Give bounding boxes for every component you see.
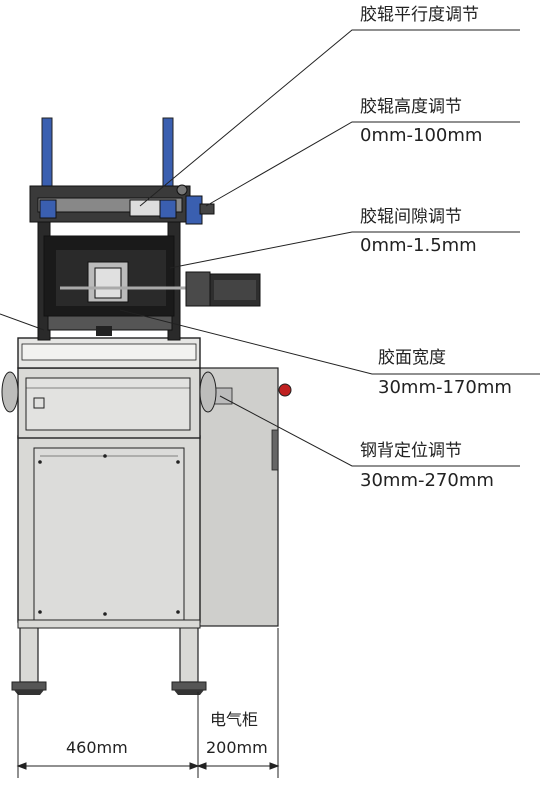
callout-parallelism-title: 胶辊平行度调节 xyxy=(360,5,479,25)
callout-width-title: 胶面宽度 xyxy=(378,348,446,368)
callout-height-title: 胶辊高度调节 xyxy=(360,97,462,117)
dimension-lines xyxy=(16,628,280,778)
machine-body xyxy=(1,337,217,695)
leader-lines xyxy=(0,29,540,467)
callout-width-value: 30mm-170mm xyxy=(378,377,512,398)
roller-assembly xyxy=(29,117,261,341)
dimension-machine-width: 460mm xyxy=(66,738,128,757)
dimension-cabinet-label: 电气柜 xyxy=(210,710,259,729)
dimension-cabinet-width: 200mm xyxy=(206,738,268,757)
callout-gap-value: 0mm-1.5mm xyxy=(360,235,477,256)
callout-height-value: 0mm-100mm xyxy=(360,125,483,146)
callout-gap-title: 胶辊间隙调节 xyxy=(360,207,462,227)
callout-backing-value: 30mm-270mm xyxy=(360,470,494,491)
callout-backing-title: 钢背定位调节 xyxy=(360,441,462,461)
